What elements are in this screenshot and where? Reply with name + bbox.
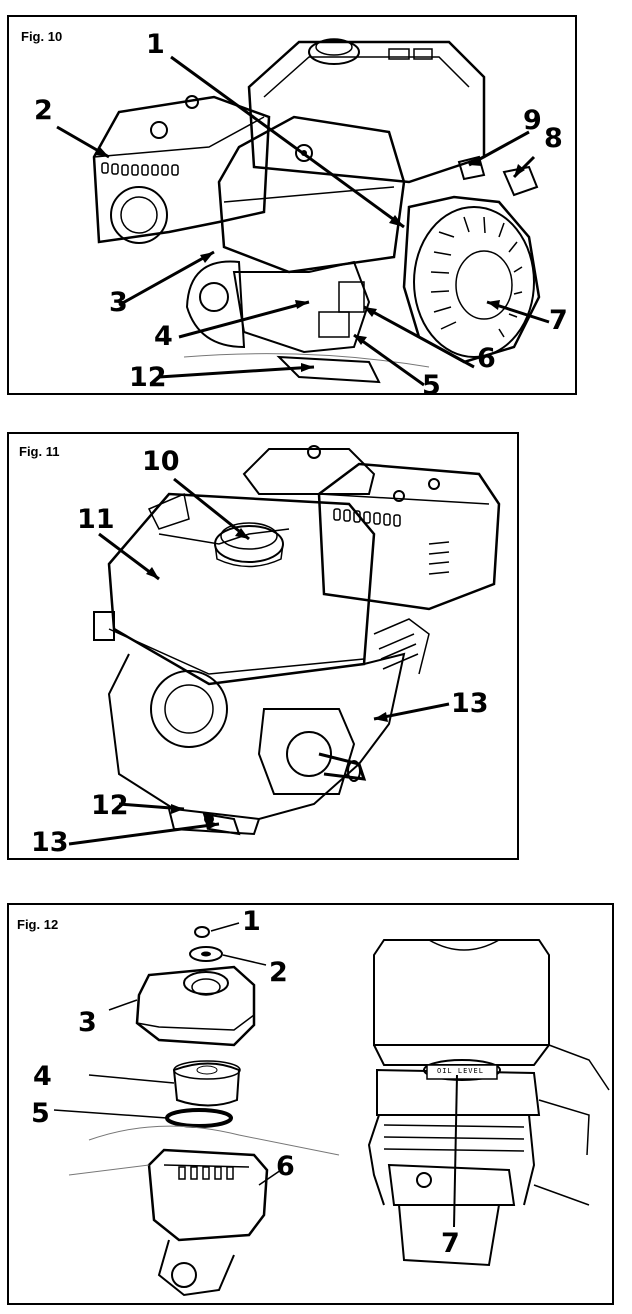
- figure-10-engine-drawing: [56, 38, 550, 387]
- fig11-callout-12: 12: [91, 790, 129, 821]
- figure-11-title: Fig. 11: [19, 444, 60, 459]
- oil-level-gauge-text: OIL LEVEL: [437, 1067, 484, 1075]
- fig12-callout-6: 6: [276, 1151, 295, 1182]
- fig10-callout-5: 5: [422, 370, 441, 395]
- fig11-callout-13b: 13: [31, 827, 69, 858]
- fig12-callout-7: 7: [441, 1228, 460, 1259]
- figure-12-air-filter-drawing: [53, 922, 610, 1297]
- fig10-callout-2: 2: [34, 95, 53, 126]
- fig11-callout-13a: 13: [451, 688, 489, 719]
- fig10-callout-3: 3: [109, 287, 128, 318]
- fig10-callout-1: 1: [146, 29, 165, 60]
- figure-12-title: Fig. 12: [17, 917, 59, 932]
- figure-10-panel: Fig. 10: [7, 15, 577, 395]
- fig10-callout-12: 12: [129, 362, 167, 393]
- fig10-callout-9: 9: [523, 105, 542, 136]
- fig12-callout-2: 2: [269, 957, 288, 988]
- fig12-callout-4: 4: [33, 1061, 52, 1092]
- fig11-callout-10: 10: [142, 446, 180, 477]
- fig12-callout-1: 1: [242, 906, 261, 937]
- fig10-callout-4: 4: [154, 321, 173, 352]
- fig12-callout-5: 5: [31, 1098, 50, 1129]
- figure-12-panel: Fig. 12: [7, 903, 614, 1305]
- figure-11-panel: Fig. 11: [7, 432, 519, 860]
- fig12-callout-3: 3: [78, 1007, 97, 1038]
- figure-11-engine-drawing: [68, 445, 501, 846]
- figure-10-title: Fig. 10: [21, 29, 63, 44]
- fig10-callout-8: 8: [544, 123, 563, 154]
- fig11-callout-11: 11: [77, 504, 115, 535]
- fig10-callout-7: 7: [549, 305, 568, 336]
- fig10-callout-6: 6: [477, 343, 496, 374]
